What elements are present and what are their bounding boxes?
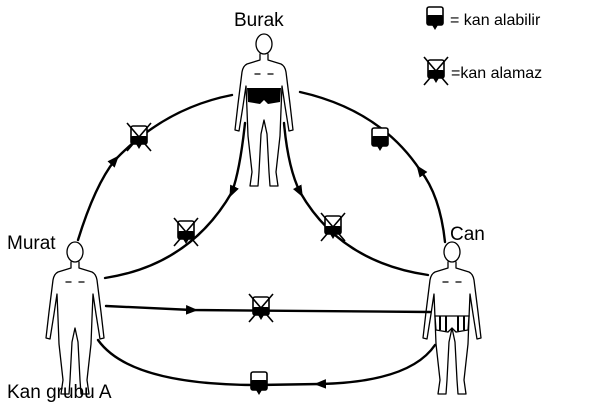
patterned-shorts [434,315,470,333]
blood-bag-icon [426,6,444,31]
edge-murat-to-can [104,304,432,315]
edge-can-to-burak [298,90,447,244]
edge-murat-to-burak [76,93,234,242]
edge-burak-to-murat [103,121,247,280]
name-murat: Murat [7,233,56,254]
person-can [422,241,482,395]
blood-bag-icon [371,127,389,152]
person-murat [45,241,105,395]
crossed-blood-bag-icon [248,293,274,323]
name-can: Can [450,224,485,245]
legend: = kan alabilir =kan alamaz [423,6,542,86]
blood-group-label: Kan grubu A [7,382,112,403]
edge-burak-to-can [282,121,430,277]
name-burak: Burak [234,10,284,31]
crossed-blood-bag-icon [423,56,449,86]
legend-can-receive: = kan alabilir [450,12,541,29]
blood-bag-icon [250,371,268,396]
shorts [247,88,281,104]
crossed-blood-bag-icon [126,122,152,152]
crossed-blood-bag-icon [173,217,199,247]
person-burak [234,33,294,187]
crossed-blood-bag-icon [320,212,346,242]
legend-cannot-receive: =kan alamaz [451,65,542,82]
